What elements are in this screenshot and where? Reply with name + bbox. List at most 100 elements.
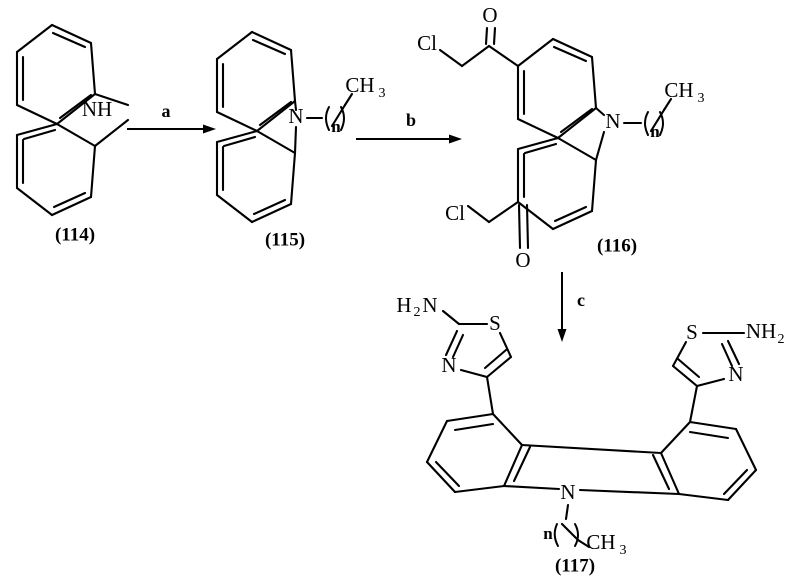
bond xyxy=(255,129,297,155)
compound-label-116: (116) xyxy=(597,235,637,256)
bond-n3-c2 xyxy=(444,329,459,357)
compound-label-115: (115) xyxy=(265,229,305,250)
bond xyxy=(516,136,560,151)
atom-label-h2n-left-h: H xyxy=(396,293,411,317)
atom-label-nh2-right: NH xyxy=(746,319,776,343)
atom-label-s-left: S xyxy=(489,311,501,335)
bond-to-ch3 xyxy=(662,97,673,112)
bond xyxy=(551,37,594,59)
atom-label-nh: NH xyxy=(82,97,112,121)
bond-co-double-2 xyxy=(525,203,530,250)
bond xyxy=(594,106,606,117)
bond xyxy=(551,209,594,231)
atom-label-o-top: O xyxy=(482,3,497,27)
bond-biaryl xyxy=(520,443,663,455)
chain-subscript-n: n xyxy=(543,524,553,543)
bond-inner xyxy=(453,422,495,432)
bond xyxy=(215,193,254,224)
structure-116: Cl O xyxy=(417,3,704,272)
bond-c4-n3 xyxy=(695,377,726,388)
bond xyxy=(89,144,97,199)
bond xyxy=(491,412,524,447)
bond-c5-c4-inner xyxy=(483,348,508,370)
bond xyxy=(590,55,598,110)
arrow-head xyxy=(449,134,462,144)
bond xyxy=(50,23,93,45)
chain-paren-close xyxy=(574,523,579,547)
structure-117: H 2 N N S NH 2 xyxy=(396,293,784,558)
bond xyxy=(677,492,730,502)
bond xyxy=(425,419,449,464)
reaction-arrow-b: b xyxy=(356,110,462,144)
bond-inner xyxy=(434,460,461,488)
bond-c5-c4 xyxy=(485,355,513,379)
bond xyxy=(516,37,555,68)
bond xyxy=(215,110,259,133)
bond-inner xyxy=(552,45,588,63)
bond-inner xyxy=(258,100,293,127)
atom-label-n: N xyxy=(288,104,303,128)
chain-subscript-n: n xyxy=(650,122,660,141)
atom-label-ch3: CH xyxy=(345,73,374,97)
bond xyxy=(89,41,97,96)
bond xyxy=(250,202,293,224)
bond-co-ch2 xyxy=(466,204,491,224)
reaction-arrow-a: a xyxy=(127,101,216,134)
bond-s-c5 xyxy=(498,331,513,359)
bond xyxy=(425,460,457,494)
bond xyxy=(15,103,59,126)
bond-inner xyxy=(252,198,287,216)
bond xyxy=(590,158,598,213)
atom-label-ch3: CH xyxy=(664,78,693,102)
bond xyxy=(250,30,293,52)
bond-n3-c2-inner xyxy=(720,342,734,368)
bond xyxy=(556,106,598,140)
reaction-condition-a: a xyxy=(162,101,171,121)
bond-ring-acyl xyxy=(487,200,520,224)
bond xyxy=(93,92,130,107)
bond xyxy=(293,99,298,112)
bond xyxy=(734,427,758,472)
bond-inner xyxy=(688,430,730,440)
atom-label-n: N xyxy=(605,109,620,133)
bond xyxy=(15,122,59,137)
chain-paren-open xyxy=(553,523,559,547)
bond-inner xyxy=(58,93,93,120)
bond-n-chain xyxy=(564,503,570,521)
bond-s-c5 xyxy=(671,340,688,368)
compound-label-114: (114) xyxy=(55,224,95,245)
chain-paren-close xyxy=(340,106,345,131)
bond xyxy=(289,48,297,103)
bond-inner xyxy=(52,191,87,209)
bond xyxy=(255,99,297,133)
arrow-head xyxy=(557,329,567,342)
atom-label-h2n-left-n: N xyxy=(422,293,437,317)
atom-label-cl-top: Cl xyxy=(417,31,437,55)
bond-inner xyxy=(523,142,558,155)
bond xyxy=(50,195,93,217)
chain-paren-open xyxy=(644,111,649,136)
atom-label-ch3: CH xyxy=(586,530,615,554)
bond xyxy=(516,117,560,140)
bond-inner xyxy=(51,31,87,49)
bond-c4-n3 xyxy=(459,368,489,379)
bond-n3-c2 xyxy=(726,339,741,366)
bond xyxy=(55,92,97,126)
bond xyxy=(516,200,555,231)
bond-c-n-right xyxy=(578,488,681,496)
bond-inner xyxy=(651,453,671,491)
bond xyxy=(594,130,606,162)
bond-to-ch3 xyxy=(343,92,354,107)
bond xyxy=(688,420,738,431)
bond-inner xyxy=(559,107,594,134)
bond xyxy=(726,468,758,502)
bond-inner xyxy=(722,468,749,496)
atom-label-n-left-ring: N xyxy=(441,353,456,377)
bond-c5-c4-inner xyxy=(676,357,701,379)
bond-c-n-left xyxy=(502,484,561,491)
bond-cl-ch2 xyxy=(438,48,464,68)
reaction-condition-b: b xyxy=(406,110,416,130)
chain-paren-open xyxy=(325,106,330,131)
